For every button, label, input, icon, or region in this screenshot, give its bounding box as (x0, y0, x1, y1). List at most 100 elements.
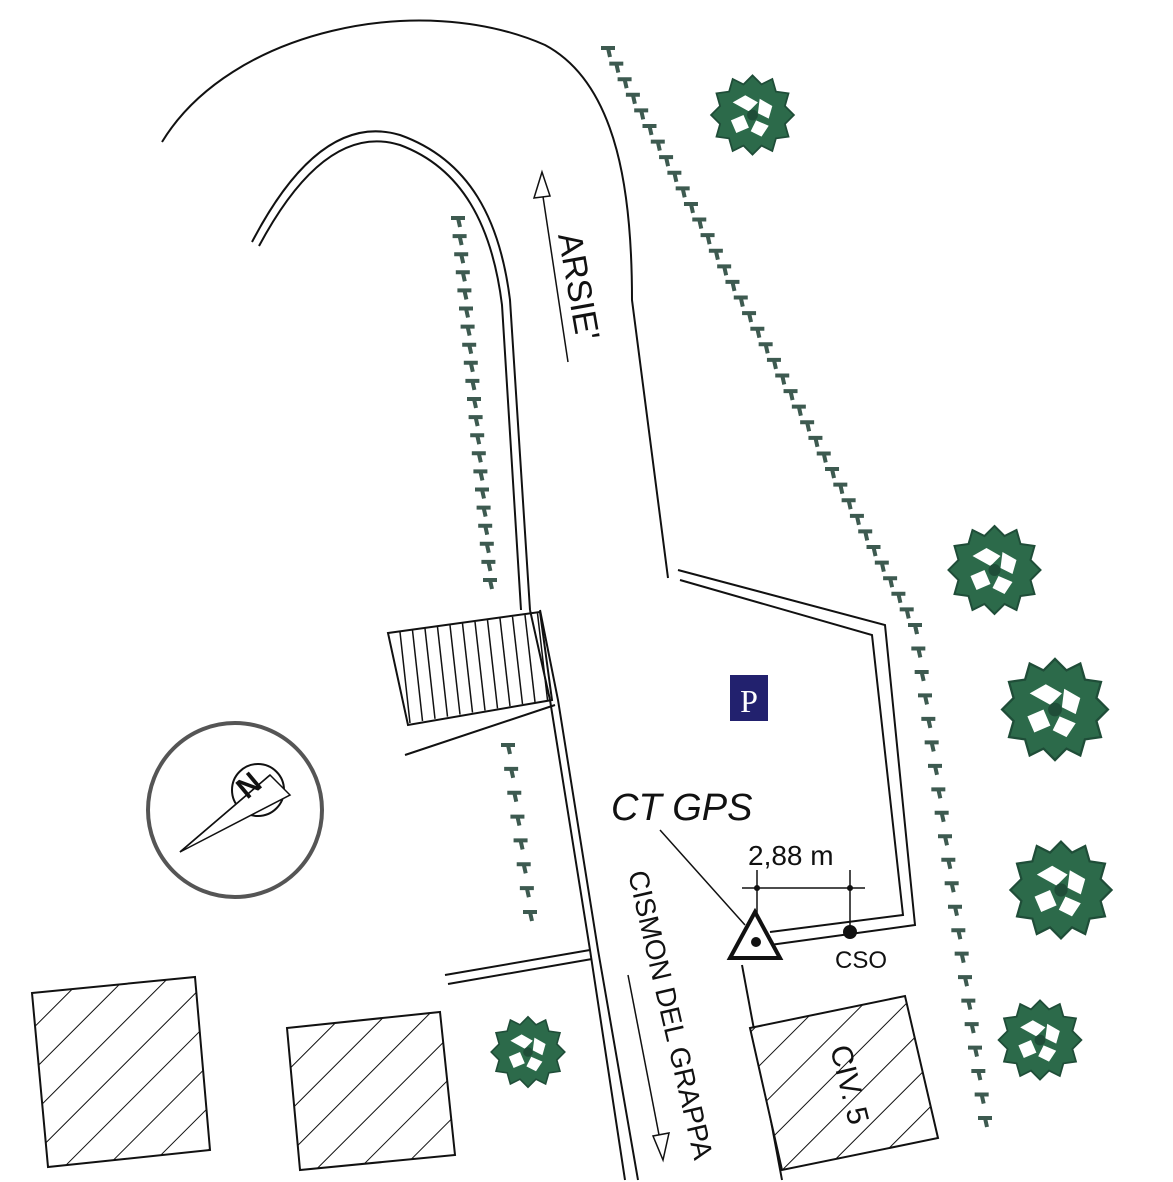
hedge-mark (454, 252, 469, 264)
hedge-mark (883, 576, 898, 588)
distance-measure: 2,88 m (742, 840, 865, 930)
parking-sign-icon: P (730, 675, 768, 721)
reference-point-label: CSO (835, 947, 887, 974)
hedge-mark (451, 216, 465, 228)
hedge-mark (954, 951, 969, 964)
hedge-mark (808, 435, 823, 448)
hedge-mark (899, 607, 914, 619)
hedge-mark (944, 881, 959, 893)
stairs (386, 610, 554, 727)
hedge-mark (825, 467, 840, 479)
stair-step (486, 620, 499, 709)
triangle-station-icon (726, 907, 784, 960)
hedge-mark (964, 1022, 979, 1034)
hedge-mark (858, 529, 873, 541)
hedge-mark (460, 324, 475, 337)
hedge-mark (974, 1092, 989, 1104)
hedge-mark (475, 487, 489, 499)
hedge-mark (717, 264, 732, 276)
distance-label: 2,88 m (748, 840, 834, 871)
hedge-mark (667, 170, 682, 183)
hedge-mark (601, 46, 615, 58)
hedge-mark (519, 886, 534, 898)
hedge-mark (921, 716, 936, 729)
hedge-mark (507, 790, 522, 803)
building-middle (285, 1010, 457, 1172)
stair-step (511, 616, 524, 705)
hedge-mark (510, 814, 525, 827)
hedge-mark (471, 451, 486, 463)
station-leader-line (659, 829, 746, 926)
hedge-mark (513, 838, 528, 850)
hedge-mark (978, 1116, 992, 1128)
stair-step (499, 618, 511, 707)
hedge-mark (775, 373, 790, 385)
hedge-mark (758, 342, 773, 354)
hedge-mark (675, 186, 690, 198)
hedge-mark (800, 420, 815, 432)
hedge-mark (683, 201, 698, 214)
stair-step (411, 630, 424, 721)
hedge-mark (463, 360, 478, 373)
hedge-mark (465, 378, 480, 391)
hedge-mark (481, 559, 496, 572)
parking-label: P (740, 683, 758, 719)
hedge-mark (833, 482, 848, 495)
hedge-mark (700, 233, 715, 245)
hedge-mark (874, 560, 889, 573)
hedge-mark (452, 234, 467, 246)
stair-step (449, 625, 461, 715)
hedge-mark (841, 498, 856, 510)
north-arrow-icon: N (146, 721, 324, 899)
stair-step (524, 614, 536, 703)
stair-step (461, 623, 474, 713)
hedge-mark (473, 469, 488, 481)
hedge-mark (931, 787, 946, 799)
stair-step (436, 626, 449, 717)
building-west (30, 975, 212, 1169)
hedge-mark (692, 217, 707, 229)
hedge-mark (908, 623, 922, 635)
hedge-mark (455, 270, 470, 282)
hedge-mark (951, 928, 966, 940)
hedge-mark (948, 904, 962, 917)
hedge-mark (625, 92, 640, 105)
hedge-mark (742, 311, 757, 323)
hedge-mark (467, 397, 481, 409)
hedge-mark (783, 389, 798, 401)
hedge-mark (642, 123, 657, 136)
hedge-mark (523, 910, 537, 922)
hedge-mark (911, 646, 926, 658)
hedge-mark (609, 61, 624, 74)
hedge-mark (938, 834, 952, 846)
stair-step (536, 613, 549, 700)
direction-arrow-north (532, 169, 569, 363)
hedge-mark (659, 155, 674, 167)
hedge-mark (791, 404, 806, 417)
stair-step (474, 621, 486, 711)
hedge-marks (451, 46, 992, 1128)
hedge-mark (516, 862, 531, 874)
hedge-mark (470, 433, 485, 445)
direction-arrow-south (627, 974, 670, 1163)
hedge-mark (958, 975, 972, 987)
hedge-mark (501, 743, 515, 755)
hedge-mark (891, 591, 906, 604)
hedge-mark (483, 578, 497, 590)
hedge-mark (928, 763, 942, 776)
hedge-mark (914, 669, 929, 682)
hedge-mark (462, 342, 477, 355)
building-civ5 (748, 994, 940, 1172)
roads (161, 19, 917, 1181)
hedge-mark (733, 295, 748, 307)
hedge-mark (934, 810, 949, 823)
hedge-mark (479, 541, 494, 554)
hedge-mark (617, 77, 632, 89)
hedge-mark (924, 740, 939, 752)
road-label-north: ARSIE' (550, 230, 606, 343)
hedge-mark (766, 357, 781, 370)
hedge-mark (478, 523, 493, 536)
hedge-mark (650, 139, 665, 152)
hedge-mark (816, 451, 831, 463)
